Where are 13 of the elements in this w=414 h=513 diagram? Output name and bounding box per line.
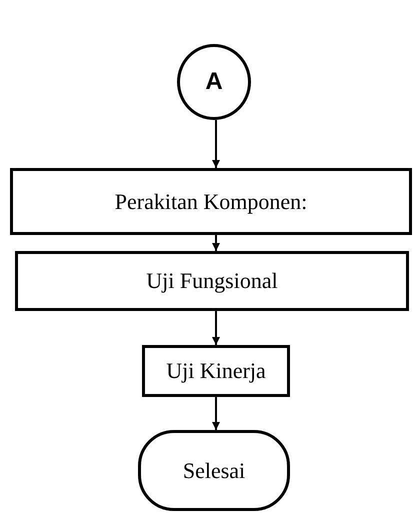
node-text: Uji Fungsional <box>146 268 278 294</box>
arrow <box>212 120 220 168</box>
arrow <box>212 311 220 345</box>
node-text: Selesai <box>182 458 246 484</box>
process-box <box>10 168 412 235</box>
arrow <box>212 235 220 251</box>
process-box <box>15 251 409 311</box>
process-box <box>142 345 290 397</box>
node-text: Perakitan Komponen: <box>114 188 308 214</box>
node-text: A <box>205 68 223 96</box>
node-text: Uji Kinerja <box>166 358 266 384</box>
arrow <box>212 397 220 430</box>
terminator-shape <box>138 430 290 511</box>
